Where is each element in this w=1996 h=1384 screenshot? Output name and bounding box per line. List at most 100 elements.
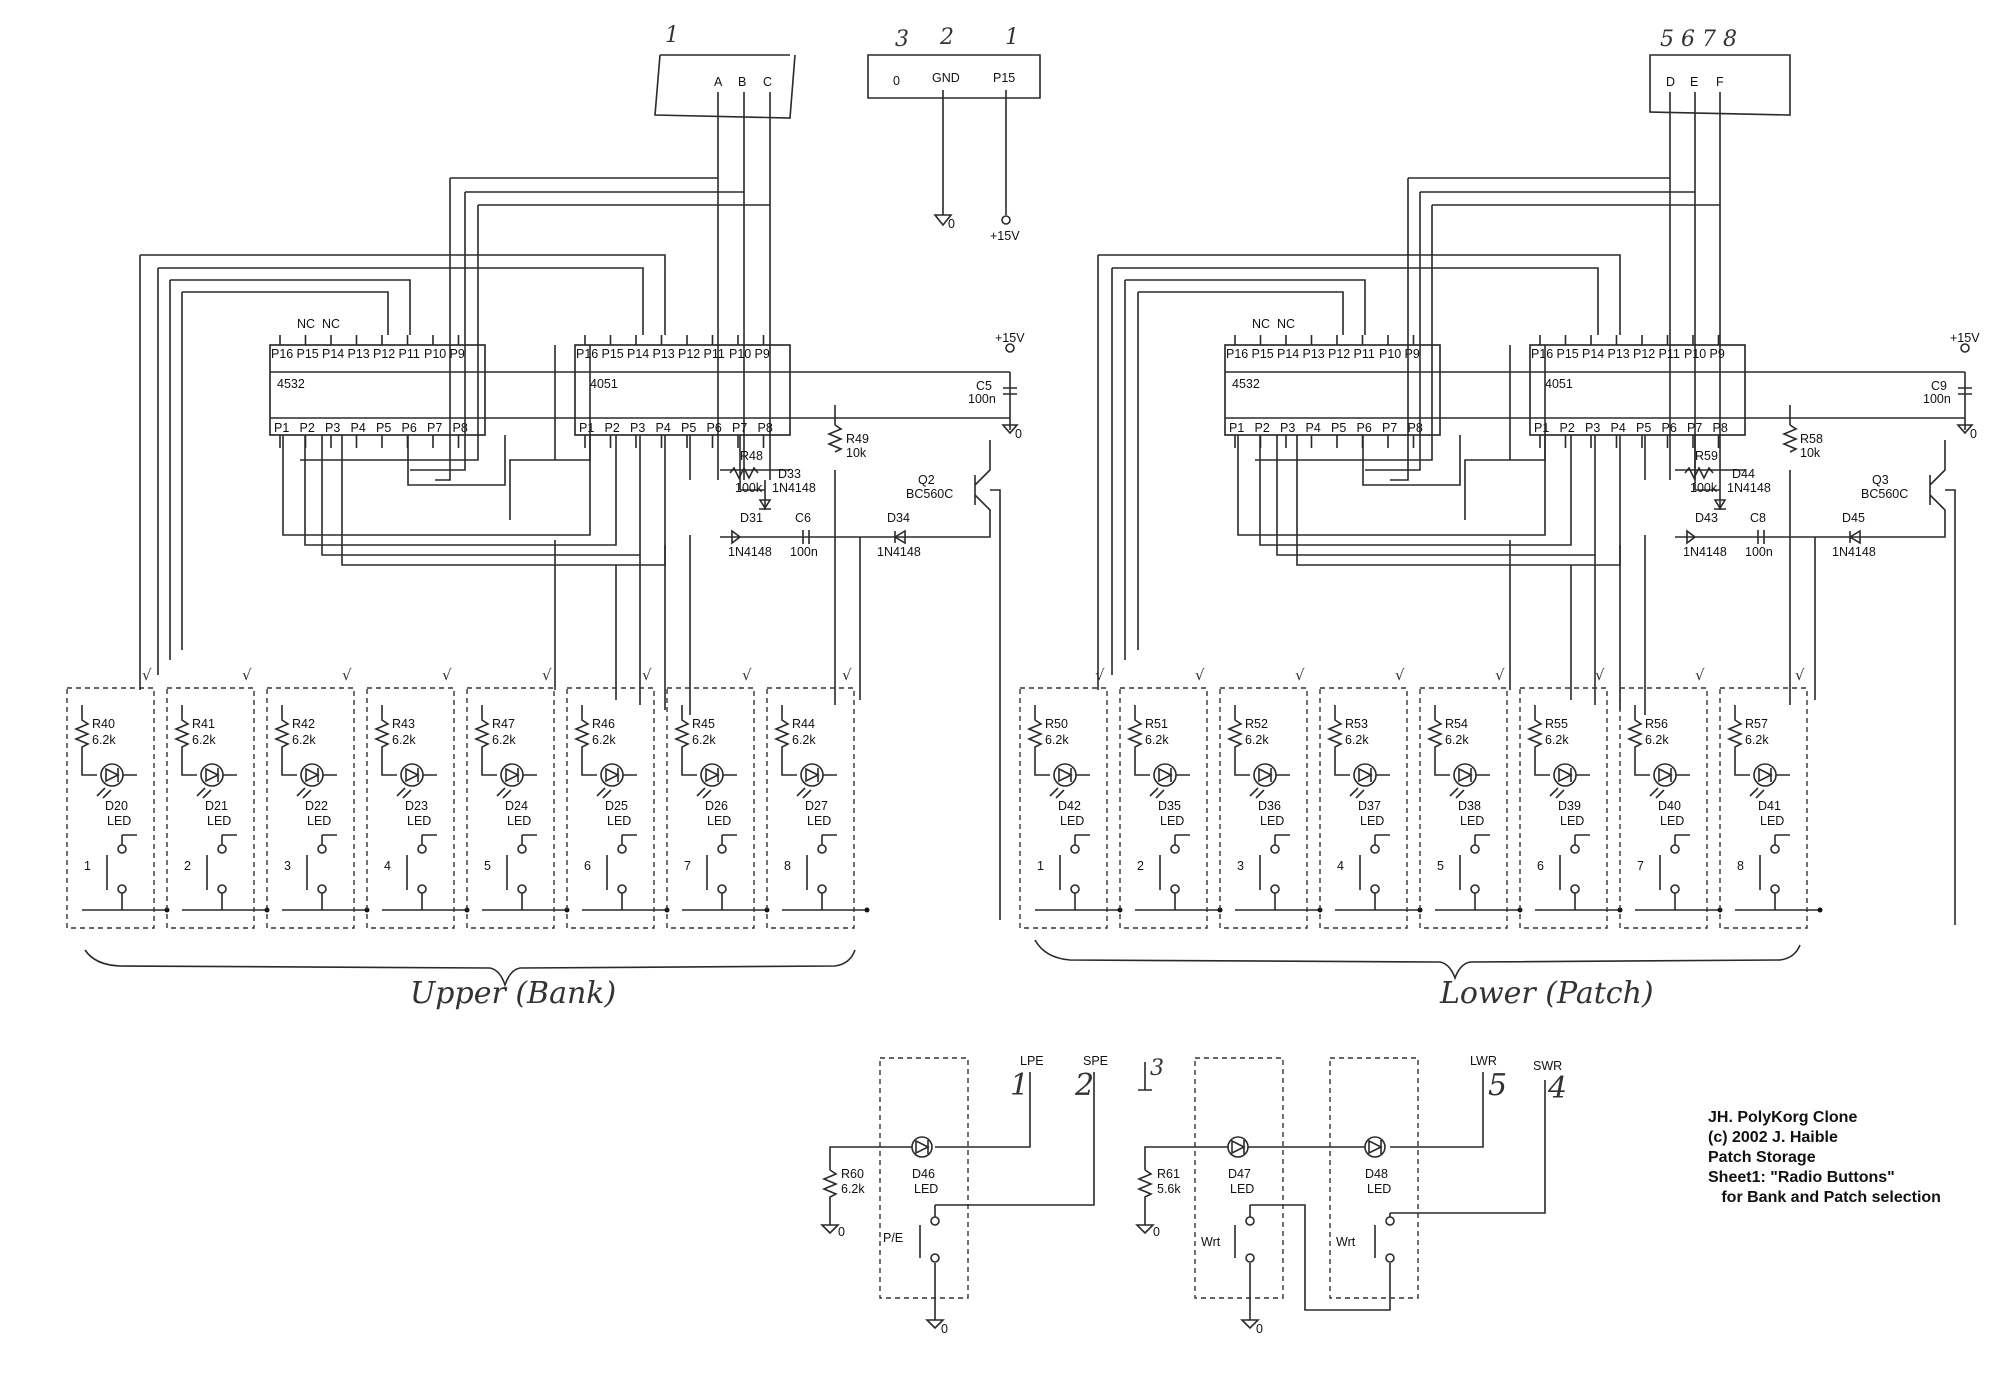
lower-resistor-name: R56 xyxy=(1645,717,1668,731)
gnd-label: 0 xyxy=(948,217,955,231)
upper-4051-top-pin-4: P13 xyxy=(653,347,675,361)
lower-resistor-name: R55 xyxy=(1545,717,1568,731)
upper-switch-number: 3 xyxy=(284,859,291,873)
lower-switch-number: 1 xyxy=(1037,859,1044,873)
handwritten-upper-label: Upper (Bank) xyxy=(410,976,616,1011)
r48-name: R48 xyxy=(740,449,763,463)
r59-name: R59 xyxy=(1695,449,1718,463)
upper-4532-bottom-pin-5: P5 xyxy=(376,421,391,435)
d48-value: LED xyxy=(1367,1182,1391,1196)
lower-4051-top-pin-8: P9 xyxy=(1710,347,1725,361)
connector-def: 5 6 7 8 D E F xyxy=(1649,27,1791,480)
d48-name: D48 xyxy=(1365,1167,1388,1181)
lower-led-name: D41 xyxy=(1758,799,1781,813)
upper-4532-bottom-pin-2: P2 xyxy=(300,421,315,435)
upper-resistor-name: R43 xyxy=(392,717,415,731)
sw-wrt1-label: Wrt xyxy=(1201,1235,1221,1249)
upper-4532-top-pin-8: P9 xyxy=(450,347,465,361)
lower-4532-bottom-pin-2: P2 xyxy=(1255,421,1270,435)
upper-4532-bottom-pin-4: P4 xyxy=(351,421,366,435)
power-number-1: 1 xyxy=(1005,25,1019,50)
lower-switch-number: 8 xyxy=(1737,859,1744,873)
upper-4051-bottom-pin-2: P2 xyxy=(605,421,620,435)
lower-4532-top-pin-3: P14 xyxy=(1277,347,1299,361)
c6-value: 100n xyxy=(790,545,818,559)
upper-resistor-name: R46 xyxy=(592,717,615,731)
lwr-hw: 5 xyxy=(1488,1068,1507,1103)
wrt-gnd-2: 0 xyxy=(1256,1322,1263,1336)
upper-resistor-name: R44 xyxy=(792,717,815,731)
upper-button-frame xyxy=(66,687,155,929)
upper-resistor-value: 6.2k xyxy=(192,733,216,747)
upper-vplus: +15V xyxy=(995,331,1025,345)
check-mark-icon: √ xyxy=(442,666,452,684)
upper-switch-number: 2 xyxy=(184,859,191,873)
lower-4051-bottom-pin-7: P7 xyxy=(1687,421,1702,435)
lower-4051-top-pin-5: P12 xyxy=(1633,347,1655,361)
q2-name: Q2 xyxy=(918,473,935,487)
lower-button-frame xyxy=(1219,687,1308,929)
r61-value: 5.6k xyxy=(1157,1182,1181,1196)
lower-4051-bottom-pin-1: P1 xyxy=(1534,421,1549,435)
lower-ic-4532-name: 4532 xyxy=(1232,377,1260,391)
lower-4051-bottom-pin-8: P8 xyxy=(1713,421,1728,435)
lower-4532-top-pin-4: P13 xyxy=(1303,347,1325,361)
spe-hw: 2 xyxy=(1074,1068,1094,1103)
upper-resistor-name: R45 xyxy=(692,717,715,731)
lower-4051-top-pin-6: P11 xyxy=(1659,347,1680,361)
d34-value: 1N4148 xyxy=(877,545,921,559)
lower-button-frame xyxy=(1719,687,1808,929)
connector-power: 3 2 1 0 GND P15 0 +15V xyxy=(867,25,1041,243)
pin-p15: P15 xyxy=(993,71,1015,85)
r58-value: 10k xyxy=(1800,446,1821,460)
upper-led-name: D20 xyxy=(105,799,128,813)
lower-vplus: +15V xyxy=(1950,331,1980,345)
power-left-mark: 0 xyxy=(893,74,900,88)
r48-value: 100k xyxy=(735,481,763,495)
d44-value: 1N4148 xyxy=(1727,481,1771,495)
lower-4051-bottom-pin-3: P3 xyxy=(1585,421,1600,435)
lower-4051-bottom-pin-6: P6 xyxy=(1662,421,1677,435)
lower-switch-number: 3 xyxy=(1237,859,1244,873)
c8-name: C8 xyxy=(1750,511,1766,525)
lower-4532-top-pin-8: P9 xyxy=(1405,347,1420,361)
upper-4051-top-pin-1: P16 xyxy=(576,347,598,361)
lower-switch-number: 5 xyxy=(1437,859,1444,873)
r49-name: R49 xyxy=(846,432,869,446)
upper-4532-top-pin-1: P16 xyxy=(271,347,293,361)
check-mark-icon: √ xyxy=(142,666,152,684)
c9-value: 100n xyxy=(1923,392,1951,406)
lower-4532-bottom-pin-1: P1 xyxy=(1229,421,1244,435)
check-mark-icon: √ xyxy=(1295,666,1305,684)
upper-4051-bottom-pin-8: P8 xyxy=(758,421,773,435)
check-mark-icon: √ xyxy=(1595,666,1605,684)
upper-button-frame xyxy=(266,687,355,929)
lower-led-name: D35 xyxy=(1158,799,1181,813)
lower-led-name: D36 xyxy=(1258,799,1281,813)
r49-value: 10k xyxy=(846,446,867,460)
q3-value: BC560C xyxy=(1861,487,1908,501)
c9-name: C9 xyxy=(1931,379,1947,393)
upper-resistor-value: 6.2k xyxy=(492,733,516,747)
upper-button-frame xyxy=(466,687,555,929)
lower-led-name: D38 xyxy=(1458,799,1481,813)
upper-resistor-name: R41 xyxy=(192,717,215,731)
upper-switch-number: 4 xyxy=(384,859,391,873)
